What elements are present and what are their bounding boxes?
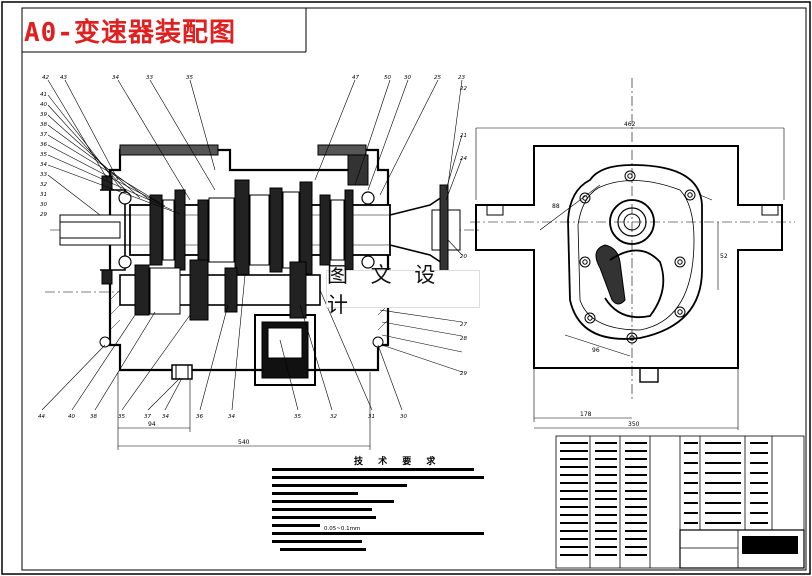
balloon-bottom-7: 36	[196, 414, 203, 420]
balloon-left-11: 31	[40, 192, 47, 198]
balloon-top-2: 43	[60, 75, 67, 81]
balloon-left-13: 29	[40, 212, 47, 218]
balloon-right-3: 20	[460, 254, 467, 260]
balloon-top-5: 35	[186, 75, 193, 81]
balloon-left-7: 35	[40, 152, 47, 158]
dim-housing-width: 462	[624, 121, 636, 128]
balloon-bottom-8: 34	[228, 414, 235, 420]
balloon-left-4: 38	[40, 122, 47, 128]
balloon-right-4: 27	[460, 322, 467, 328]
balloon-bottom-3: 38	[90, 414, 97, 420]
dim-overall-length: 540	[238, 439, 250, 446]
balloon-top-1: 42	[42, 75, 49, 81]
tech-requirements	[272, 468, 484, 551]
balloon-bottom-9: 35	[294, 414, 301, 420]
balloon-right-2: 24	[460, 156, 467, 162]
balloon-top-10: 23	[458, 75, 465, 81]
dim-partial-length: 94	[148, 421, 156, 428]
dim-diag-b: 96	[592, 347, 600, 354]
title-block	[555, 435, 805, 569]
dim-vertical: 52	[720, 253, 728, 260]
drawing-title: A0-变速器装配图	[24, 18, 236, 48]
balloon-bottom-10: 32	[330, 414, 337, 420]
title-block-rows	[560, 442, 798, 556]
balloon-bottom-11: 31	[368, 414, 375, 420]
spec-text: 0.05~0.1mm	[324, 526, 360, 532]
section-view	[41, 79, 480, 450]
balloon-bottom-12: 30	[400, 414, 407, 420]
balloon-top-3: 34	[112, 75, 119, 81]
dim-base-width: 350	[628, 421, 640, 428]
balloon-bottom-1: 44	[38, 414, 45, 420]
inner-border	[21, 7, 807, 571]
balloon-right-5: 28	[460, 336, 467, 342]
balloon-top-11: 22	[460, 86, 467, 92]
balloon-top-4: 33	[146, 75, 153, 81]
dim-half-width: 178	[580, 411, 592, 418]
balloon-left-1: 41	[40, 92, 47, 98]
balloon-left-12: 30	[40, 202, 47, 208]
balloon-left-2: 40	[40, 102, 47, 108]
watermark-label: 图 文 设 计	[326, 263, 480, 317]
balloon-left-3: 39	[40, 112, 47, 118]
balloon-top-8: 30	[404, 75, 411, 81]
dim-diag-a: 88	[552, 203, 560, 210]
balloon-left-8: 34	[40, 162, 47, 168]
balloon-bottom-4: 35	[118, 414, 125, 420]
balloon-bottom-2: 40	[68, 414, 75, 420]
balloon-top-9: 25	[434, 75, 441, 81]
balloon-right-6: 29	[460, 371, 467, 377]
balloon-bottom-6: 34	[162, 414, 169, 420]
balloon-left-9: 33	[40, 172, 47, 178]
balloon-top-7: 50	[384, 75, 391, 81]
balloon-bottom-5: 37	[144, 414, 151, 420]
balloon-right-1: 21	[460, 133, 467, 139]
balloon-top-6: 47	[352, 75, 359, 81]
balloon-left-6: 36	[40, 142, 47, 148]
balloon-left-5: 37	[40, 132, 47, 138]
balloon-left-10: 32	[40, 182, 47, 188]
tech-requirements-title: 技 术 要 求	[354, 457, 442, 467]
side-view	[470, 78, 795, 430]
